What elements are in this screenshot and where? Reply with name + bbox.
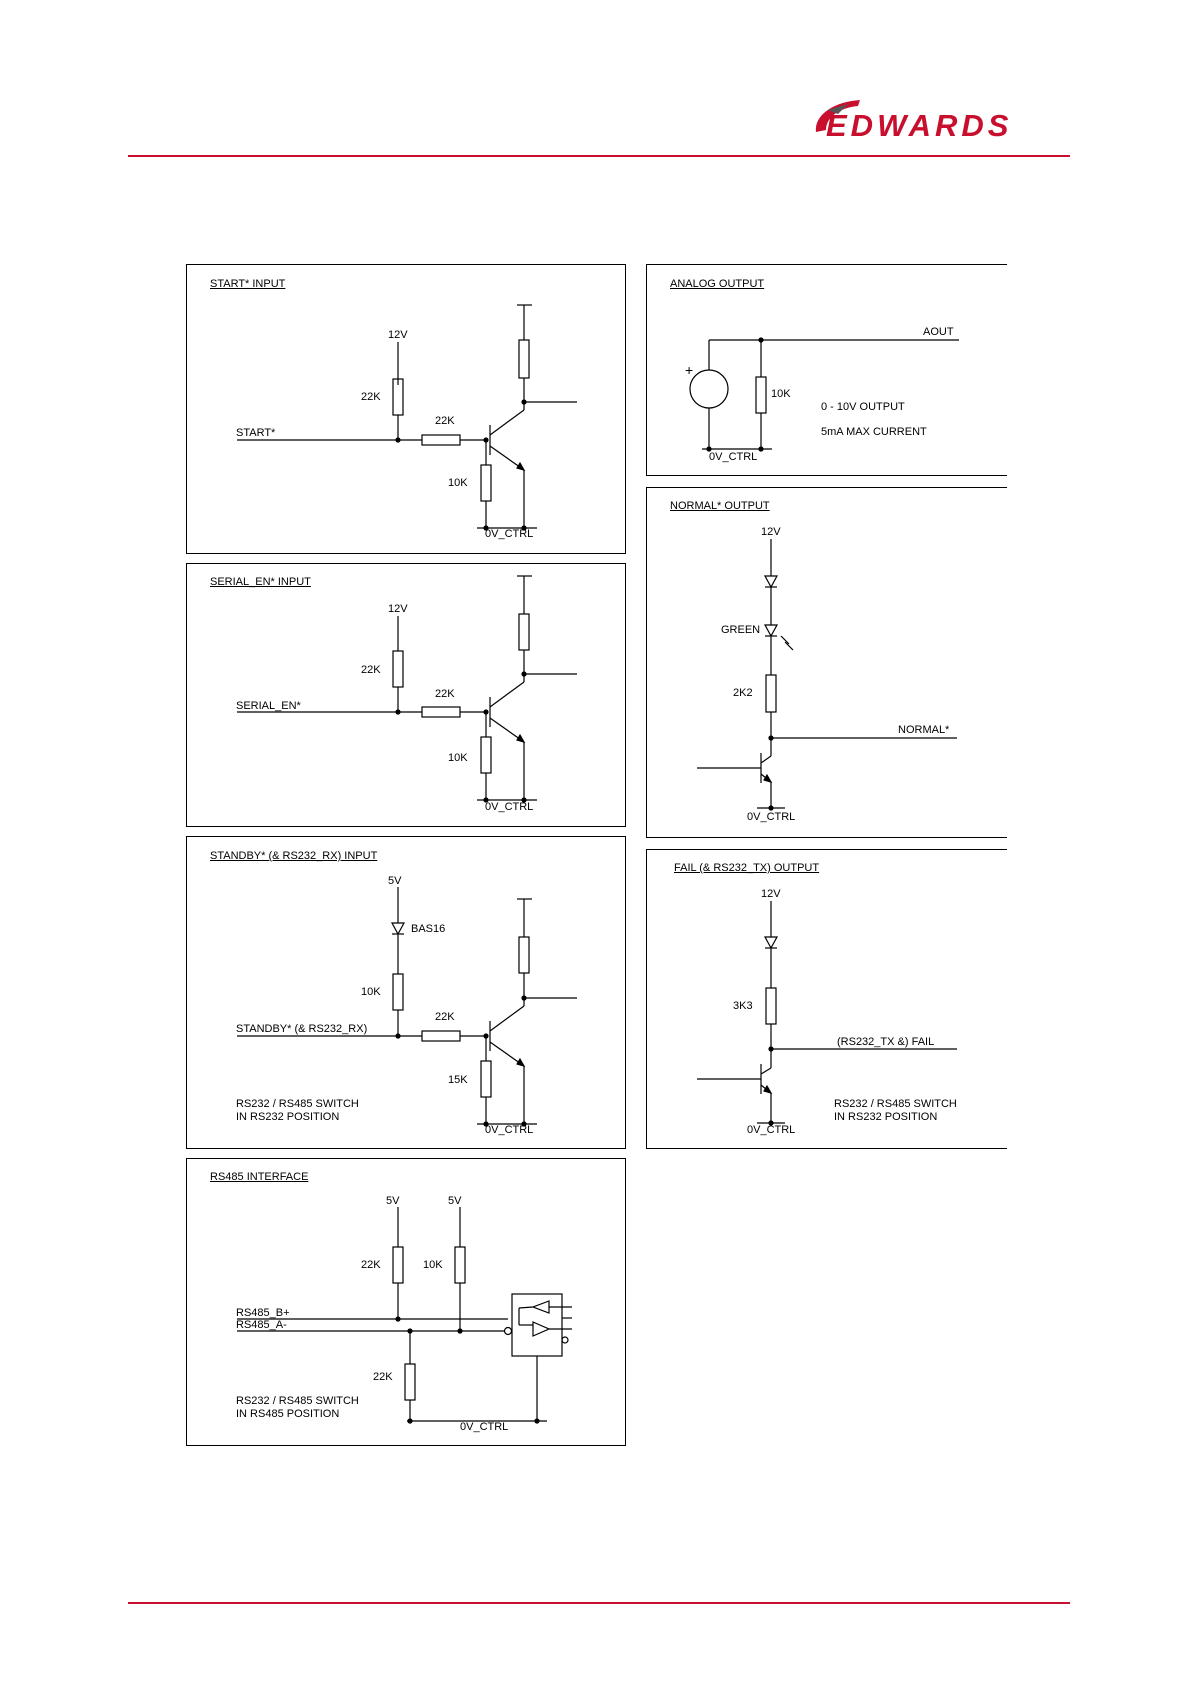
panel-title: STANDBY* (& RS232_RX) INPUT [210,850,378,862]
footer-rule [128,1602,1070,1604]
panel-title: SERIAL_EN* INPUT [210,576,311,588]
series-resistor-label: 22K [435,1011,455,1023]
fail-output-panel: FAIL (& RS232_TX) OUTPUT 12V 3K3 (RS232_… [646,849,1007,1149]
ground-label: 0V_CTRL [485,801,534,813]
series-resistor-label: 3K3 [733,1000,753,1012]
ground-label: 0V_CTRL [485,528,534,540]
signal-a-label: RS485_A- [236,1319,287,1331]
rs485-interface-schematic [237,1207,572,1424]
supply-label: 12V [761,888,781,900]
note-line-1: 0 - 10V OUTPUT [821,401,905,413]
pullup-resistor-label: 22K [361,391,381,403]
standby-input-panel: STANDBY* (& RS232_RX) INPUT 5V BAS16 10K… [186,836,626,1149]
signal-label: NORMAL* [898,724,950,736]
series-resistor-label: 22K [435,688,455,700]
signal-label: START* [236,427,276,439]
pullup-resistor-label: 10K [361,986,381,998]
signal-label: (RS232_TX &) FAIL [837,1036,935,1048]
load-resistor-label: 10K [771,388,791,400]
led-label: GREEN [721,624,761,636]
note-line-2: IN RS232 POSITION [236,1111,340,1123]
base-resistor-label: 10K [448,752,468,764]
pulldown-resistor-label: 22K [373,1371,393,1383]
note-line-2: IN RS232 POSITION [834,1111,938,1123]
normal-output-panel: NORMAL* OUTPUT 12V GREEN 2K2 NORMAL* 0V_… [646,487,1007,838]
note-line-1: RS232 / RS485 SWITCH [236,1395,359,1407]
ground-label: 0V_CTRL [747,811,796,823]
start-input-panel: START* INPUT 12V 22K START* 22K 10K 0V_C… [186,264,626,554]
panel-title: ANALOG OUTPUT [670,278,765,290]
signal-label: AOUT [923,326,954,338]
signal-label: SERIAL_EN* [236,700,301,712]
ground-label: 0V_CTRL [485,1124,534,1136]
serial-en-input-schematic [237,575,577,803]
base-resistor-label: 10K [448,477,468,489]
ground-label: 0V_CTRL [460,1421,509,1433]
supply-label-a: 5V [386,1195,400,1207]
pullup-resistor-label: 22K [361,1259,381,1271]
series-resistor-label: 2K2 [733,687,753,699]
fail-output-schematic [697,901,957,1126]
supply-label: 12V [388,329,408,341]
supply-label-b: 5V [448,1195,462,1207]
supply-label: 12V [761,526,781,538]
polarity-label: + [685,362,694,378]
ground-label: 0V_CTRL [747,1124,796,1136]
series-resistor-label: 22K [435,415,455,427]
note-line-1: RS232 / RS485 SWITCH [236,1098,359,1110]
ground-label: 0V_CTRL [709,451,758,463]
serial-en-input-panel: SERIAL_EN* INPUT 12V 22K SERIAL_EN* 22K … [186,563,626,827]
supply-label: 12V [388,603,408,615]
signal-label: STANDBY* (& RS232_RX) [236,1023,368,1035]
normal-output-schematic [697,539,957,811]
header-rule [128,155,1070,157]
note-line-2: IN RS485 POSITION [236,1408,340,1420]
base-resistor-label: 15K [448,1074,468,1086]
panel-title: RS485 INTERFACE [210,1171,309,1183]
supply-label: 5V [388,875,402,887]
analog-output-schematic [689,337,959,452]
logo-swoosh-icon [815,100,860,132]
analog-output-panel: ANALOG OUTPUT + AOUT 10K 0 - 10V OUTPUT … [646,264,1007,476]
rs485-interface-panel: RS485 INTERFACE 5V 5V 22K 10K RS485_B+ R… [186,1158,626,1446]
note-line-2: 5mA MAX CURRENT [821,426,927,438]
signal-b-label: RS485_B+ [236,1307,290,1319]
note-line-1: RS232 / RS485 SWITCH [834,1098,957,1110]
panel-title: NORMAL* OUTPUT [670,500,770,512]
edwards-logo [808,96,1074,146]
standby-input-schematic [237,887,577,1127]
panel-title: FAIL (& RS232_TX) OUTPUT [674,862,820,874]
diode-label: BAS16 [411,923,446,935]
brand-name: EDWARDS [826,108,1013,143]
second-resistor-label: 10K [423,1259,443,1271]
panel-title: START* INPUT [210,278,286,290]
start-input-schematic [237,304,577,531]
pullup-resistor-label: 22K [361,664,381,676]
